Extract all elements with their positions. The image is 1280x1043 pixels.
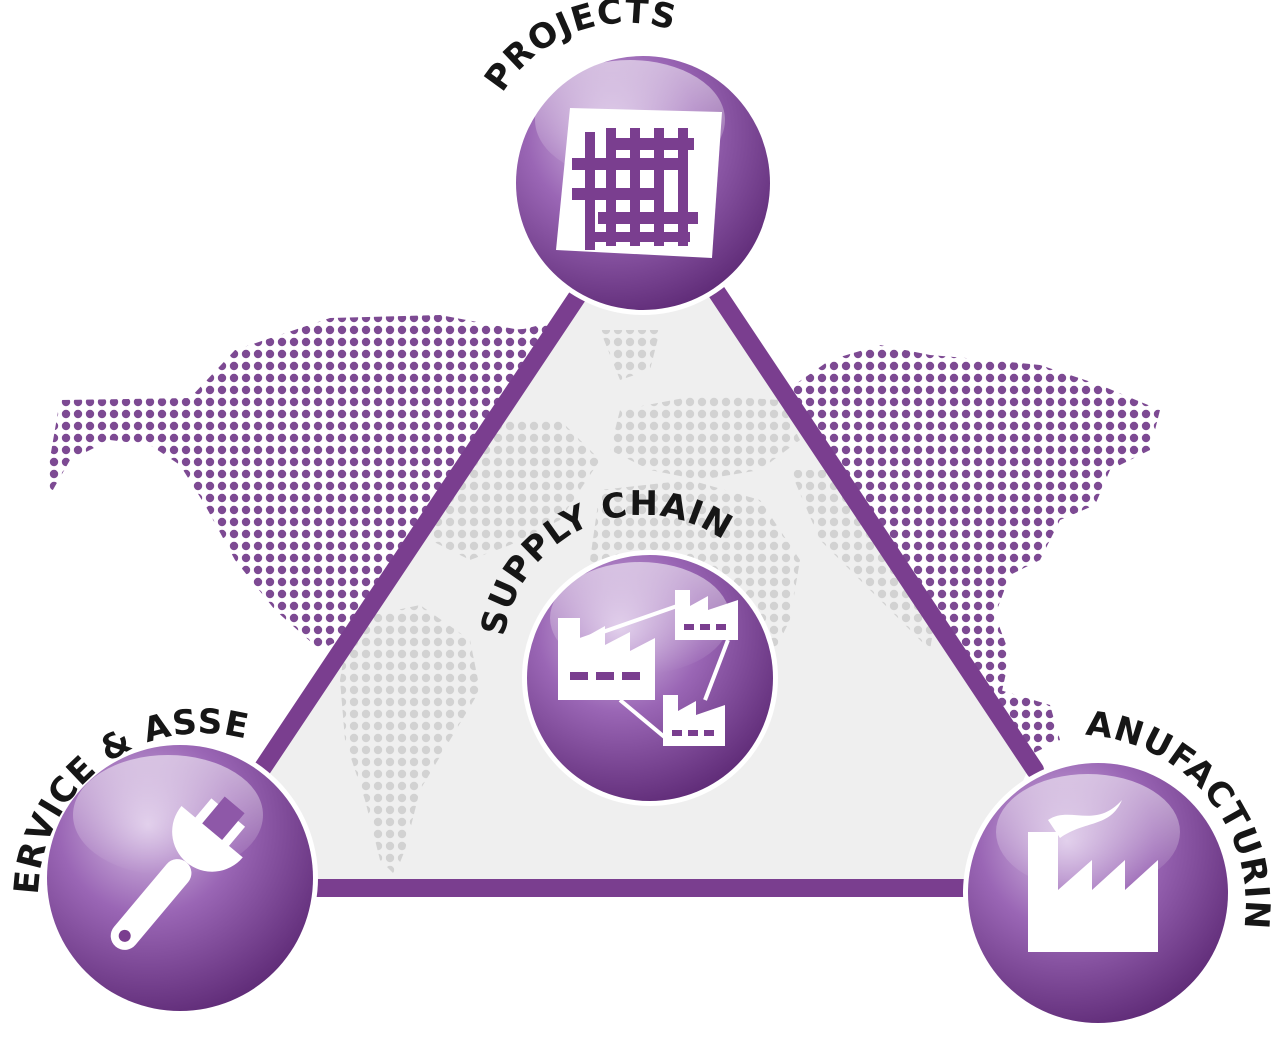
gantt-chart-icon	[556, 108, 722, 258]
factory-icon	[1028, 800, 1158, 952]
connected-factories-icon	[558, 590, 738, 746]
edge-projects-manufacturing	[703, 276, 1044, 779]
edge-projects-service	[249, 276, 594, 784]
node-projects: PROJECTS	[477, 0, 775, 315]
wrench-icon	[110, 796, 246, 950]
edges	[249, 276, 1044, 897]
